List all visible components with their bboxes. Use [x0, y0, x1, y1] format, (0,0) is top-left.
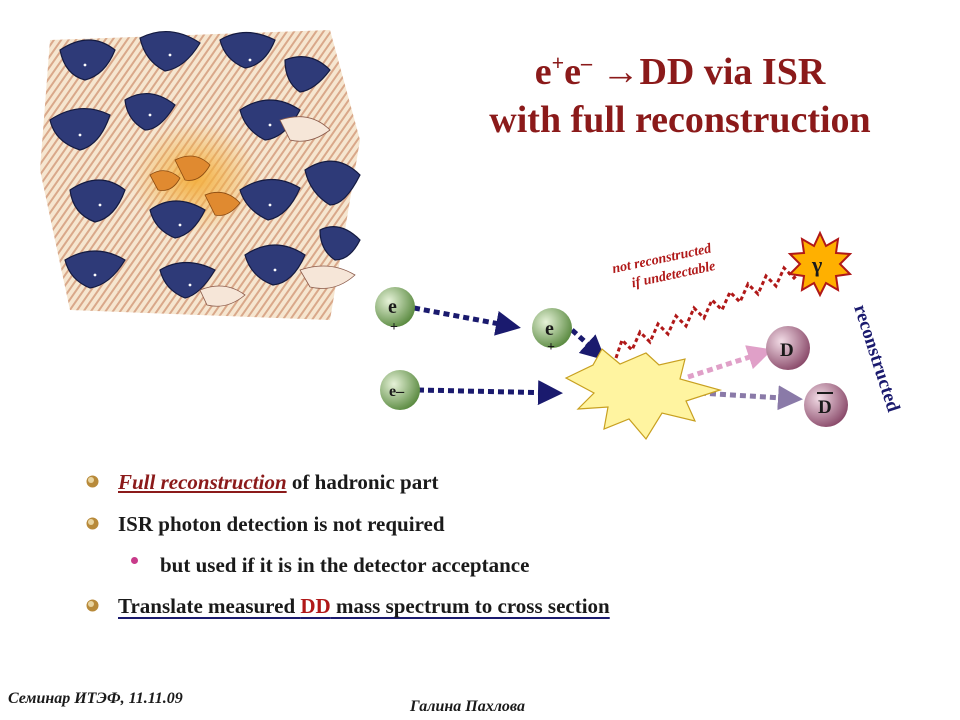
title-line-2: with full reconstruction — [489, 99, 871, 141]
slide-title: e+e– →DD via ISR with full reconstructio… — [420, 48, 940, 144]
dbar-line — [699, 385, 803, 411]
full-reconstruction-text: Full reconstruction — [118, 470, 287, 494]
e-plus-label-2: e — [545, 318, 554, 340]
gamma-burst — [787, 230, 853, 298]
dbar-label: D — [818, 397, 832, 418]
d-label: D — [780, 340, 794, 361]
bullet-icon — [86, 599, 99, 612]
e-plus-sup-1: + — [390, 320, 398, 335]
e-minus-ball — [380, 370, 420, 410]
e-plus-ball-2 — [532, 308, 572, 348]
escher-birds-artwork — [40, 30, 361, 320]
isr-photon-line — [614, 265, 804, 359]
bullet-icon — [86, 517, 99, 530]
d-line — [687, 345, 773, 380]
gamma-label: γ — [811, 252, 822, 277]
isr-diagram: e + e + e– γ D D not reconstructed if un… — [375, 230, 904, 441]
e-plus-ball-1 — [375, 287, 415, 327]
title-line-1: e+e– →DD via ISR — [534, 50, 826, 93]
e-minus-label: e– — [389, 383, 405, 400]
e-plus-label-1: e — [388, 296, 397, 318]
e-plus-line-1 — [413, 305, 521, 336]
footer-seminar: Семинар ИТЭФ, 11.11.09 — [8, 690, 183, 707]
d-ball — [766, 326, 810, 370]
reconstructed-label: reconstructed — [849, 302, 904, 415]
e-minus-line — [417, 380, 563, 406]
e-plus-sup-2: + — [547, 340, 555, 355]
e-plus-line-2 — [570, 328, 606, 361]
sub-bullet-dot — [131, 557, 138, 564]
footer-author: Галина Пахлова — [410, 698, 525, 715]
dbar-ball — [804, 383, 848, 427]
collision-burst — [564, 348, 723, 441]
bullet-icon — [86, 475, 99, 488]
